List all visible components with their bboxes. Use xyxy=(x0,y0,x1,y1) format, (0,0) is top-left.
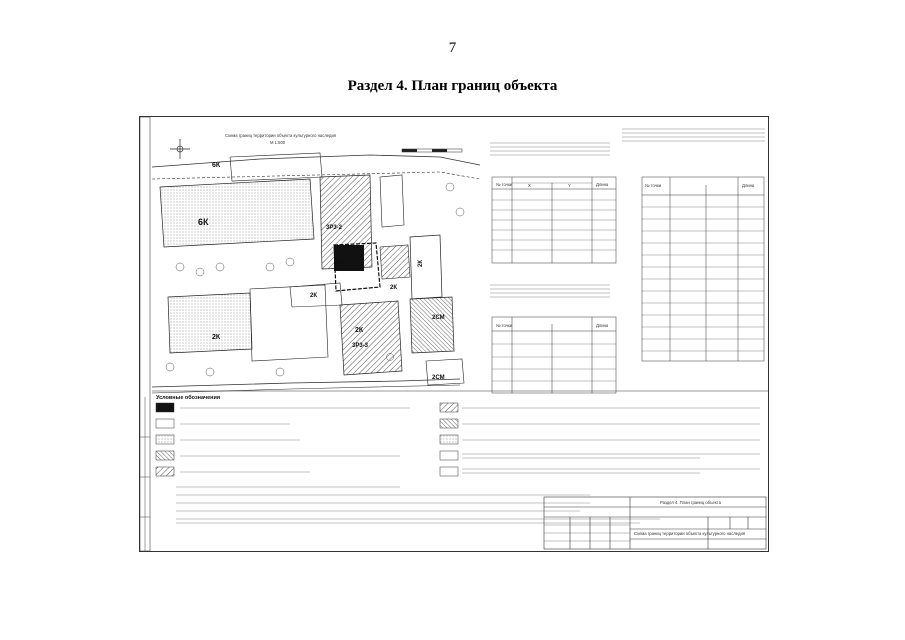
legend-swatches-right xyxy=(439,402,459,477)
drawing-svg: Схема границ территории объекта культурн… xyxy=(140,117,768,551)
drawing-sheet: Схема границ территории объекта культурн… xyxy=(139,116,769,552)
scale-bar xyxy=(401,148,463,153)
map-heading: Схема границ территории объекта культурн… xyxy=(225,133,336,138)
stamp-title: Раздел 4. План границ объекта xyxy=(660,500,722,505)
zone-label: 2К xyxy=(355,327,364,334)
page-title: Раздел 4. План границ объекта xyxy=(347,78,558,94)
table-header: X xyxy=(528,183,531,188)
zone-label: 2К xyxy=(418,260,424,267)
legend-text-lines xyxy=(176,407,760,524)
coordinate-table-1 xyxy=(490,142,617,264)
table-header: № точки xyxy=(496,323,513,328)
page-number: 7 xyxy=(448,40,457,56)
table-header: Y xyxy=(568,183,571,188)
table-header: № точки xyxy=(496,182,513,187)
zone-label: 6К xyxy=(198,217,209,227)
map-scale: М 1:500 xyxy=(270,140,286,145)
zone-label: 2СМ xyxy=(432,375,445,381)
legend-swatches-left xyxy=(155,402,175,477)
zone-label: 2СМ xyxy=(432,315,445,321)
table-header: Длина xyxy=(596,182,609,187)
north-arrow-icon xyxy=(170,139,190,159)
zone-label: 2К xyxy=(390,285,397,291)
zone-label: 2К xyxy=(310,293,317,299)
stamp-sheet-name: Схема границ территории объекта культурн… xyxy=(634,531,745,536)
coordinate-table-2 xyxy=(490,284,617,394)
coordinate-table-3 xyxy=(622,128,765,362)
margin-strip xyxy=(140,117,151,551)
zone-label: 3Р3-2 xyxy=(326,225,343,231)
legend-title: Условные обозначения xyxy=(156,394,220,401)
zone-label: 2К xyxy=(212,334,221,341)
table-header: Длина xyxy=(596,323,609,328)
table-header: Длина xyxy=(742,183,755,188)
table-header: № точки xyxy=(645,183,662,188)
zone-label: 3Р3-3 xyxy=(352,343,369,349)
site-plan: 6К 6К 3Р3-2 2К ЗЖ 2К 2К 3Р3-3 2СМ 2СМ 2К… xyxy=(151,152,481,394)
zone-label: 6К xyxy=(212,162,221,169)
title-block xyxy=(543,496,767,550)
zone-label-object: ЗЖ xyxy=(338,261,348,267)
